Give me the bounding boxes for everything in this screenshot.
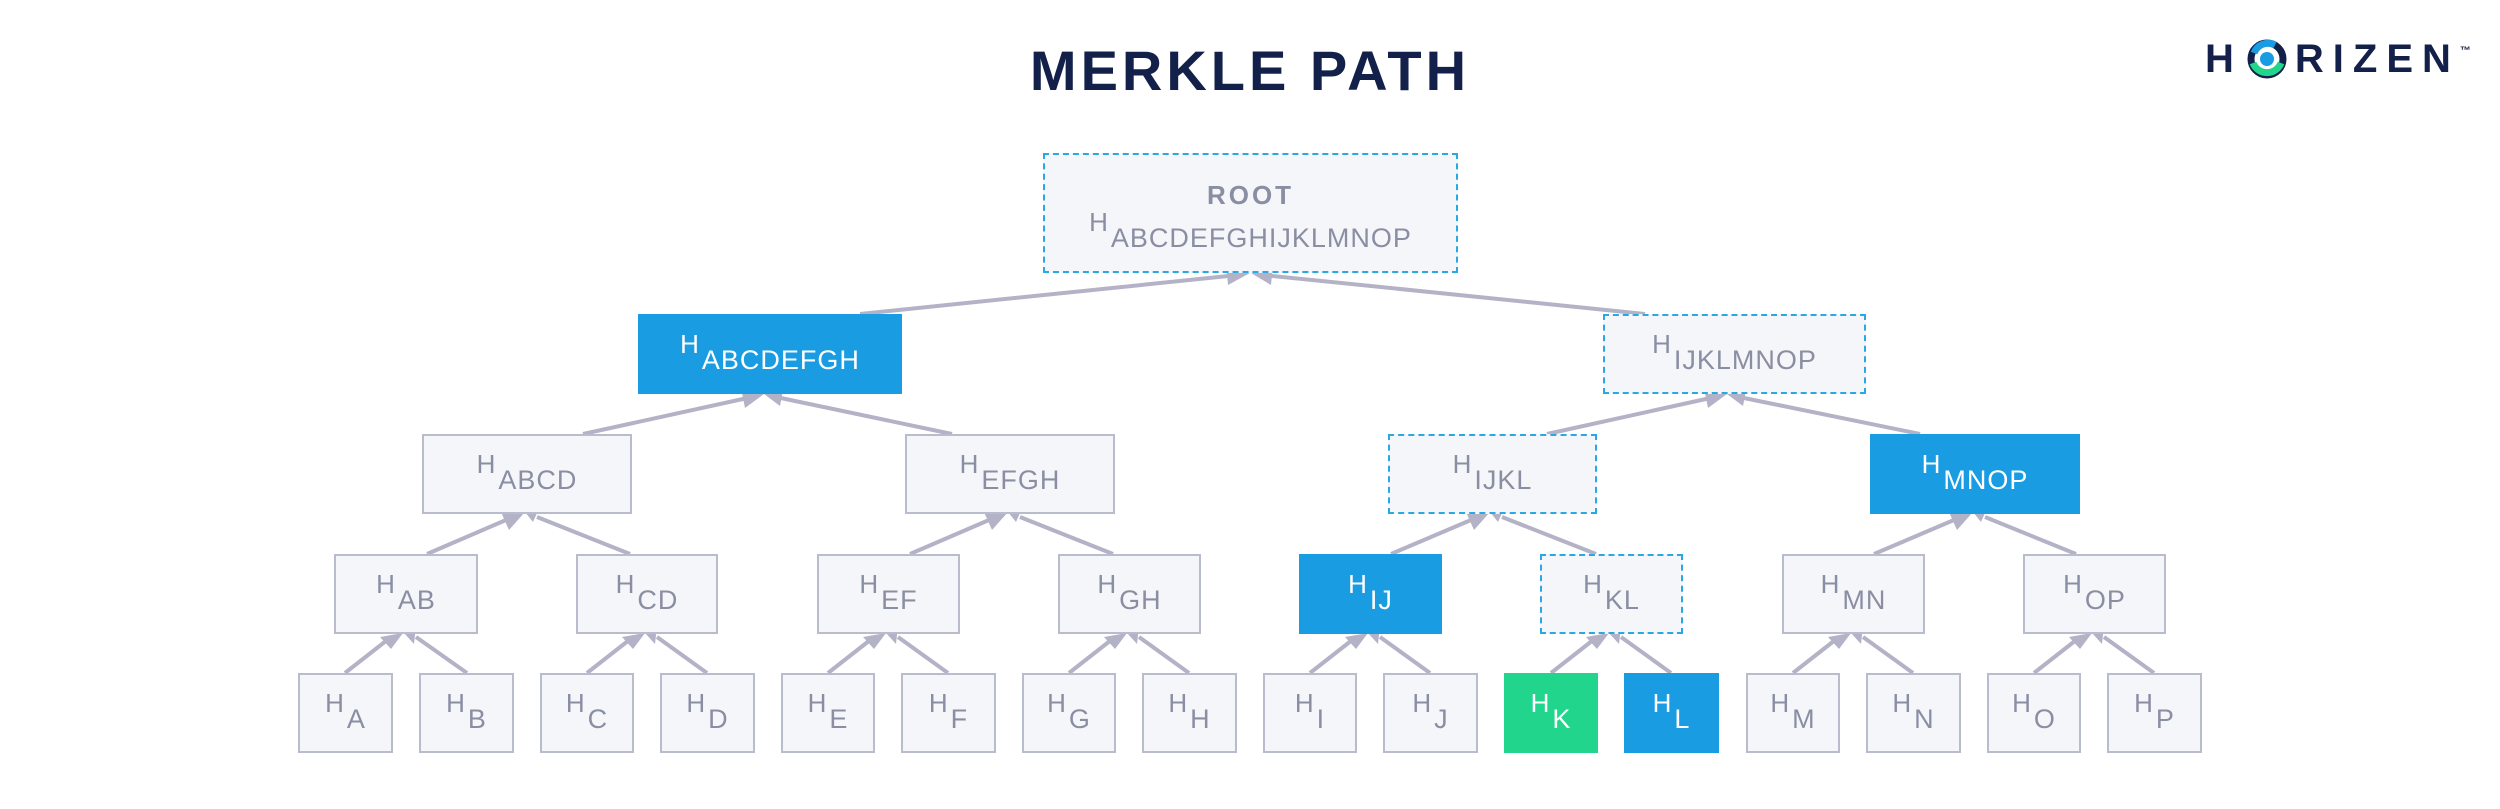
edge-n-mn [1861,635,1915,675]
leaf-h-b: HB [419,673,514,753]
node-h-abcd: HABCD [422,434,632,514]
edge-g-gh [1067,635,1117,675]
leaf-h-c: HC [540,673,634,753]
edge-mnop-ijklmnop [1738,395,1921,436]
edge-kl-ijkl [1501,515,1597,556]
edge-a-ab [343,635,393,675]
edge-mn-mnop [1873,515,1962,556]
edge-c-cd [585,635,635,675]
arrowhead [984,512,1008,530]
arrowhead [1104,633,1127,649]
leaf-h-j: HJ [1383,673,1478,753]
edge-efgh-abcdefgh [775,395,953,436]
leaf-h-e: HE [781,673,875,753]
node-h-mnop: HMNOP [1870,434,2080,514]
arrowhead [1949,512,1973,530]
edge-k-kl [1549,635,1599,675]
edge-ijkl-ijklmnop [1546,395,1716,436]
edge-j-ij [1378,635,1432,675]
node-h-abcdefgh: HABCDEFGH [638,314,902,394]
leaf-h-f: HF [901,673,996,753]
edge-e-ef [826,635,876,675]
horizen-logo: H RIZEN ™ [2205,34,2471,84]
arrowhead [622,633,645,649]
edge-d-cd [655,635,709,675]
node-h-efgh: HEFGH [905,434,1115,514]
leaf-h-k: HK [1504,673,1598,753]
arrowhead [2069,633,2092,649]
node-h-ijkl: HIJKL [1388,434,1597,514]
edge-ef-efgh [909,515,997,556]
node-h-ab: HAB [334,554,478,634]
edge-m-mn [1791,635,1841,675]
leaf-h-g: HG [1022,673,1116,753]
node-h-ijklmnop: HIJKLMNOP [1603,314,1866,394]
leaf-h-n: HN [1866,673,1961,753]
node-h-ef: HEF [817,554,960,634]
leaf-h-i: HI [1263,673,1357,753]
edge-cd-abcd [536,515,631,556]
arrowhead [501,512,525,530]
edge-o-op [2032,635,2082,675]
node-h-kl: HKL [1540,554,1683,634]
leaf-h-p: HP [2107,673,2202,753]
edge-abcd-abcdefgh [582,395,753,436]
edge-ab-abcd [426,515,514,556]
edge-b-ab [414,635,469,675]
edge-abcdefgh-root [859,273,1239,316]
arrowhead [380,633,403,649]
arrowhead [1586,633,1609,649]
leaf-h-o: HO [1987,673,2081,753]
edge-h-gh [1137,635,1191,675]
root-label: ROOT [1206,180,1295,210]
node-h-cd: HCD [576,554,718,634]
arrowhead [1345,633,1368,649]
arrowhead [1466,512,1490,530]
edge-l-kl [1619,635,1673,675]
edge-ij-ijkl [1390,515,1479,556]
edge-i-ij [1308,635,1358,675]
leaf-h-m: HM [1746,673,1840,753]
leaf-h-h: HH [1142,673,1237,753]
logo-text-end: RIZEN [2294,36,2460,81]
edge-gh-efgh [1019,515,1114,556]
root-node: ROOT HABCDEFGHIJKLMNOP [1043,153,1458,273]
edge-op-mnop [1984,515,2077,556]
edge-p-op [2102,635,2156,675]
node-h-ij: HIJ [1299,554,1442,634]
leaf-h-l: HL [1624,673,1719,753]
node-h-gh: HGH [1058,554,1201,634]
logo-o-icon [2247,39,2287,79]
logo-trademark: ™ [2459,45,2471,57]
edge-f-ef [896,635,950,675]
page-title: MERKLE PATH [1029,39,1471,102]
root-hash-label: HABCDEFGHIJKLMNOP [1089,207,1412,253]
edge-ijklmnop-root [1262,273,1646,316]
arrowhead [863,633,886,649]
logo-text-start: H [2205,36,2243,81]
node-h-op: HOP [2023,554,2166,634]
node-h-mn: HMN [1782,554,1925,634]
leaf-h-d: HD [660,673,755,753]
arrowhead [1828,633,1851,649]
leaf-h-a: HA [298,673,393,753]
